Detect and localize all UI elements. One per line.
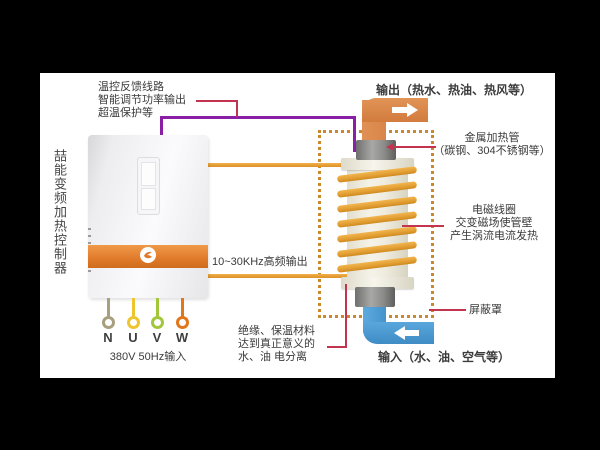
brand-logo-icon xyxy=(140,247,156,263)
cylinder-top-flange xyxy=(341,158,414,170)
feedback-pointer-line xyxy=(196,100,238,102)
controller-keypad xyxy=(141,188,156,210)
heating-pipe-line-2: （碳钢、304不锈钢等） xyxy=(433,145,551,157)
coil-annotation: 电磁线圈 交变磁场使管壁 产生涡流电流发热 xyxy=(434,204,554,243)
shield-label: 屏蔽罩 xyxy=(469,304,502,316)
feedback-line-2: 智能调节功率输出 xyxy=(98,94,186,106)
heating-pipe-pointer-arrowhead xyxy=(386,143,394,151)
hf-wire-bottom xyxy=(206,274,348,278)
terminal-wire-n xyxy=(107,298,110,318)
controller-display-panel xyxy=(137,157,160,215)
output-flow-arrow-icon xyxy=(392,107,408,113)
input-label: 输入（水、油、空气等） xyxy=(378,350,511,364)
hf-output-label: 10~30KHz高频输出 xyxy=(212,256,308,268)
feedback-line-1: 温控反馈线路 xyxy=(98,81,164,93)
metal-pipe-bottom-cap xyxy=(355,287,395,307)
hf-wire-top xyxy=(206,163,348,167)
terminal-label-w: W xyxy=(175,330,189,345)
heating-pipe-line-1: 金属加热管 xyxy=(464,132,520,144)
coil-line-2: 交变磁场使管壁 xyxy=(455,217,533,229)
terminal-wire-w xyxy=(181,298,184,318)
coil-line-3: 产生涡流电流发热 xyxy=(450,230,538,242)
terminal-label-v: V xyxy=(152,330,162,345)
terminal-wire-v xyxy=(156,298,159,318)
terminal-wire-u xyxy=(132,298,135,318)
coil-line-1: 电磁线圈 xyxy=(472,204,516,216)
insulation-line-3: 水、油 电分离 xyxy=(238,351,308,363)
heating-pipe-pointer-line xyxy=(393,146,436,148)
terminal-label-n: N xyxy=(103,330,113,345)
terminal-ring-n xyxy=(102,316,115,329)
feedback-annotation: 温控反馈线路 智能调节功率输出 超温保护等 xyxy=(98,81,186,120)
output-flow-arrow-icon xyxy=(407,103,418,117)
insulation-line-2: 达到真正意义的 xyxy=(238,338,315,350)
terminal-ring-u xyxy=(127,316,140,329)
feedback-pointer-line xyxy=(236,100,238,117)
terminal-ring-v xyxy=(151,316,164,329)
feedback-line-3: 超温保护等 xyxy=(98,107,153,119)
insulation-pointer-line xyxy=(327,346,347,348)
controller-display-screen xyxy=(141,162,156,186)
coil-pointer-line xyxy=(402,225,444,227)
input-flow-arrow-icon xyxy=(404,330,419,336)
shield-pointer-line xyxy=(429,309,466,311)
insulation-line-1: 绝缘、保温材料 xyxy=(238,325,315,337)
feedback-line-segment xyxy=(160,116,163,135)
feedback-line-segment xyxy=(353,116,356,152)
feedback-line-segment xyxy=(160,116,356,119)
insulation-annotation: 绝缘、保温材料 达到真正意义的 水、油 电分离 xyxy=(238,325,315,364)
terminal-ring-w xyxy=(176,316,189,329)
terminal-label-u: U xyxy=(128,330,138,345)
output-label: 输出（热水、热油、热风等） xyxy=(376,83,533,97)
insulation-pointer-line xyxy=(345,284,347,348)
power-input-label: 380V 50Hz输入 xyxy=(109,351,187,363)
controller-side-label: 喆能变频加热控制器 xyxy=(52,149,67,275)
heating-pipe-annotation: 金属加热管 （碳钢、304不锈钢等） xyxy=(432,132,552,158)
input-flow-arrow-icon xyxy=(394,326,405,340)
cylinder-bottom-flange xyxy=(341,277,414,289)
heating-controller-box xyxy=(88,135,208,298)
